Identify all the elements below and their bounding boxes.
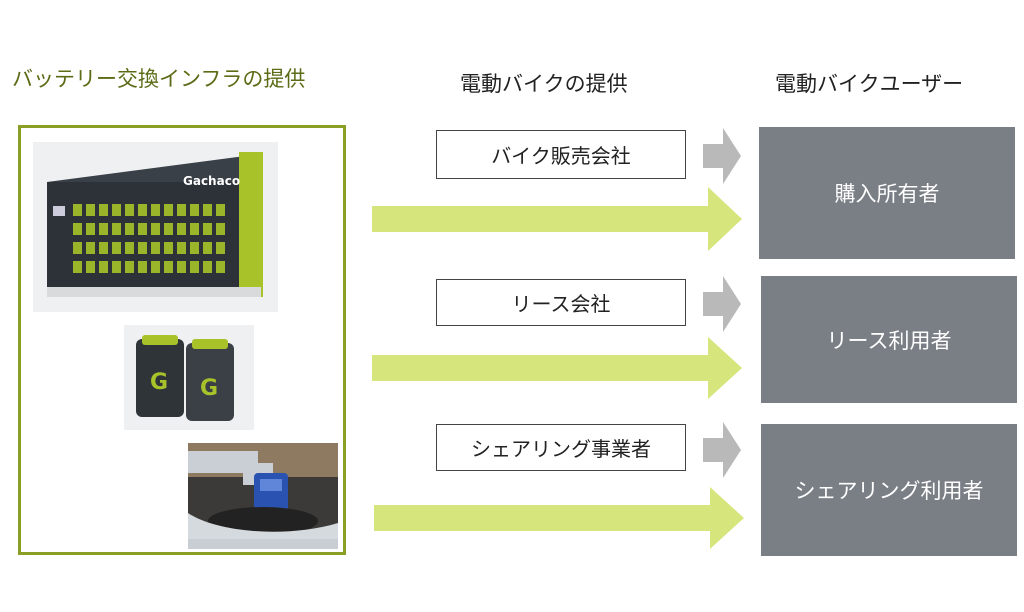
user-purchase-owner: 購入所有者 bbox=[759, 127, 1015, 259]
gray-arrow-0 bbox=[703, 128, 741, 184]
battery-logo-right: G bbox=[200, 376, 218, 401]
provider-sharing-operator: シェアリング事業者 bbox=[436, 424, 686, 471]
green-arrow-0 bbox=[372, 187, 742, 251]
battery-logo-left: G bbox=[150, 370, 168, 395]
provider-leasing-company: リース会社 bbox=[436, 279, 686, 326]
battery-pack-image: G G bbox=[124, 325, 254, 430]
battery-station-image: Gachaco bbox=[33, 142, 278, 312]
ebike-users-heading: 電動バイクユーザー bbox=[775, 72, 964, 96]
scooter-battery-photo bbox=[188, 443, 338, 549]
user-sharing: シェアリング利用者 bbox=[761, 424, 1017, 556]
gray-arrow-1 bbox=[703, 276, 741, 332]
user-lease: リース利用者 bbox=[761, 276, 1017, 403]
green-arrow-2 bbox=[374, 487, 744, 549]
provider-bike-dealer: バイク販売会社 bbox=[436, 130, 686, 179]
green-arrow-1 bbox=[372, 337, 742, 399]
infrastructure-heading: バッテリー交換インフラの提供 bbox=[12, 67, 306, 91]
gray-arrow-2 bbox=[703, 422, 741, 478]
ebike-provision-heading: 電動バイクの提供 bbox=[460, 72, 628, 96]
station-brand-text: Gachaco bbox=[183, 174, 240, 188]
